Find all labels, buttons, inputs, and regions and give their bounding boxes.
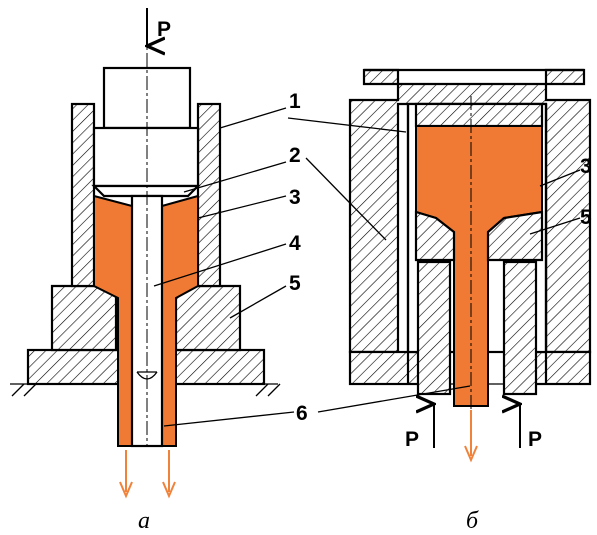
diagram-b-sleeve-left	[416, 260, 452, 396]
diagram-a-container-left-wall	[70, 102, 96, 288]
diagram-a-container-right-wall	[196, 102, 222, 288]
diagram-b-caption: б	[466, 508, 479, 534]
diagram-a-caption: а	[138, 508, 150, 534]
diagram-b-top-plate	[362, 68, 586, 86]
diagram-a-ram-tip	[91, 184, 201, 198]
diagram-b-force-label-right: P	[528, 428, 542, 451]
diagram-a-label-5: 5	[289, 272, 301, 295]
diagram-b-leaders	[287, 117, 581, 413]
diagram-b-base-left	[348, 350, 432, 386]
diagram-b: P P 3 5 6 б	[287, 68, 592, 534]
diagram-b-closed-end	[414, 102, 544, 128]
diagram-a-die-left	[50, 284, 118, 352]
diagram-b-die-left	[414, 210, 456, 262]
diagram-label-6: 6	[296, 402, 308, 425]
diagram-a-leader-6	[163, 411, 295, 427]
diagram-b-label-3: 3	[580, 155, 592, 178]
diagram-a-ram	[92, 126, 200, 188]
diagram-b-die-right	[486, 210, 544, 262]
diagram-a-label-4: 4	[289, 232, 301, 255]
diagram-a-label-3: 3	[289, 186, 301, 209]
diagram-a-flow-arrows	[119, 450, 176, 499]
diagram-b-label-5: 5	[580, 206, 592, 229]
diagram-a-label-2: 2	[289, 144, 301, 167]
diagram-a-force-label: P	[157, 18, 171, 41]
diagram-a: P 1 2 3 4 5 а	[10, 8, 301, 534]
diagram-b-sleeve-right	[502, 260, 538, 396]
diagram-b-force-label-left: P	[405, 428, 419, 451]
diagram-a-leaders	[153, 107, 287, 319]
diagram-a-label-1: 1	[289, 90, 301, 113]
diagram-b-flow-arrow	[464, 410, 478, 463]
